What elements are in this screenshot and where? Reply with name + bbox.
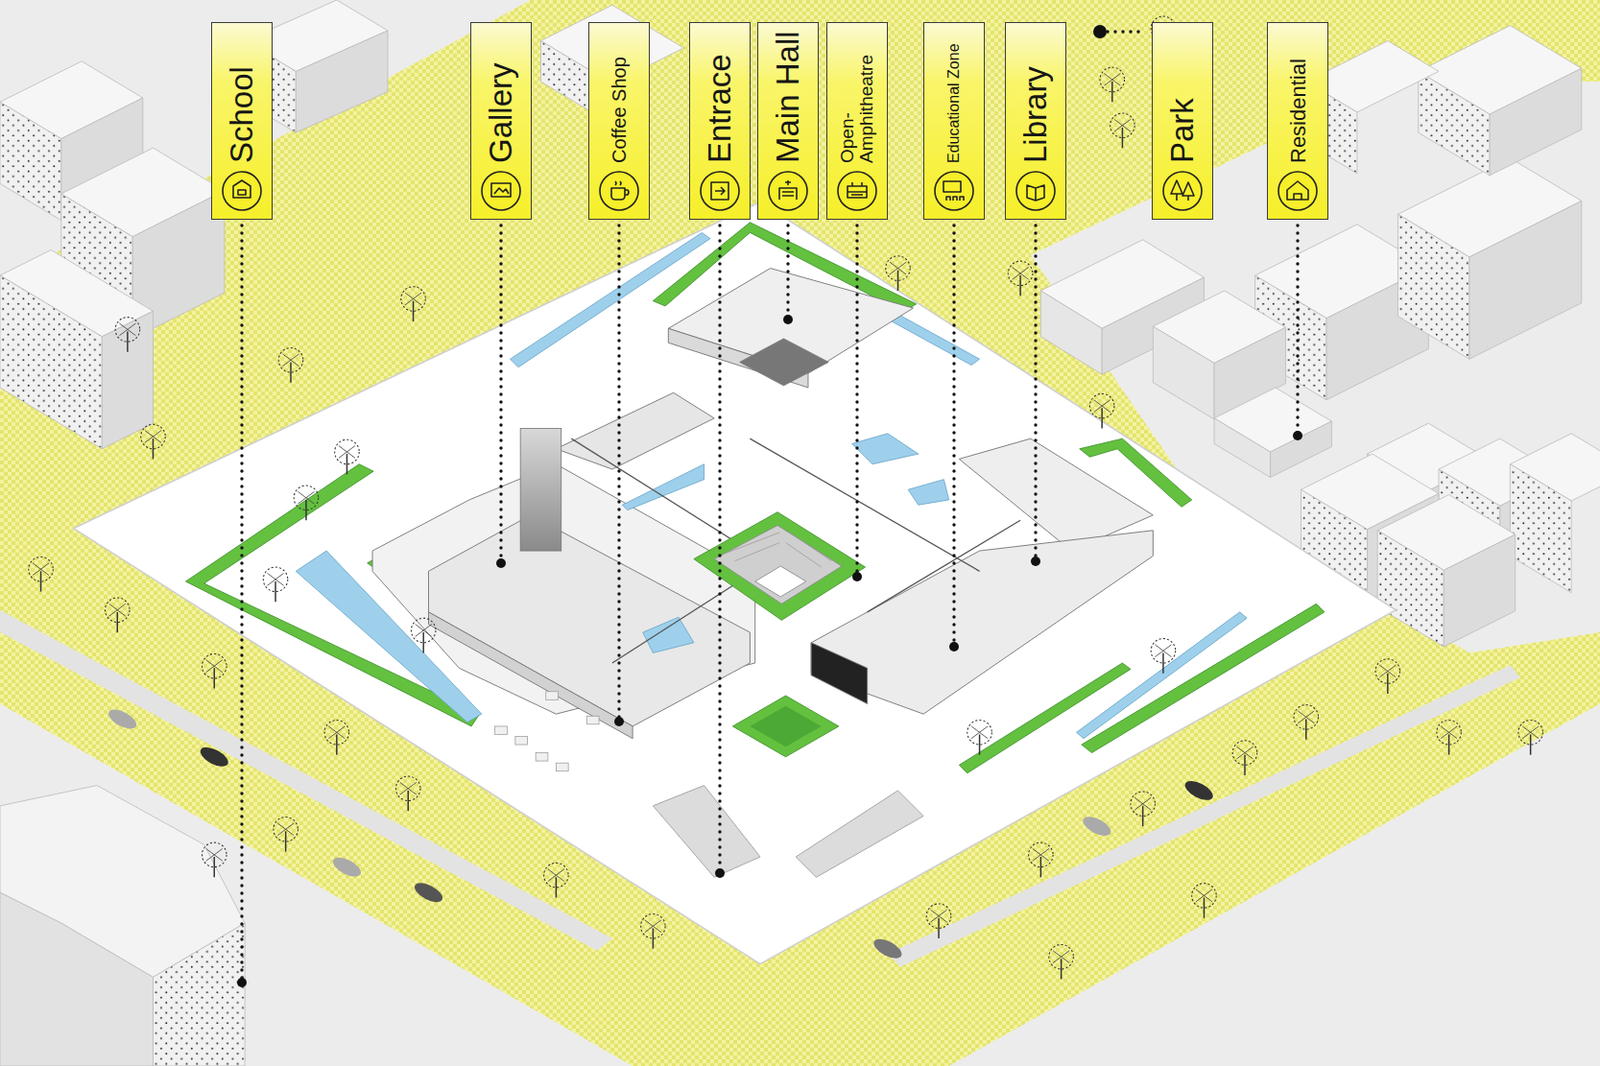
tag-label: Library [1019, 66, 1053, 164]
tag-icon [1160, 168, 1205, 214]
tag-icon [597, 168, 642, 214]
tag-icon [219, 168, 264, 214]
tag-icon [835, 168, 880, 214]
label-tag: Park [1151, 22, 1214, 220]
tag-icon [697, 168, 742, 214]
label-tag: Open- Amphitheatre [826, 22, 888, 220]
tag-icon [1275, 168, 1320, 214]
tag-label: Main Hall [771, 30, 806, 164]
label-tag: School [211, 22, 273, 220]
label-tag: Library [1004, 22, 1067, 220]
tag-icon [1013, 168, 1058, 214]
tag-icon [478, 168, 524, 214]
label-tag: Educational Zone [923, 22, 985, 220]
label-tag: Gallery [470, 22, 532, 220]
label-tag: Residential [1266, 22, 1329, 220]
tag-label: Coffee Shop [609, 56, 630, 164]
label-tag: Main Hall [757, 22, 819, 220]
tag-label: Residential [1287, 58, 1310, 164]
tag-label: Educational Zone [946, 43, 963, 164]
tag-icon [765, 168, 811, 214]
tag-icon [931, 168, 977, 214]
label-tag: Coffee Shop [588, 22, 650, 220]
tag-label: School [225, 66, 260, 164]
tag-label: Open- Amphitheatre [837, 28, 877, 164]
label-tag: Entrace [689, 22, 751, 220]
tag-label: Park [1166, 97, 1200, 164]
tag-label: Gallery [484, 62, 519, 164]
tag-label: Entrace [703, 53, 738, 164]
